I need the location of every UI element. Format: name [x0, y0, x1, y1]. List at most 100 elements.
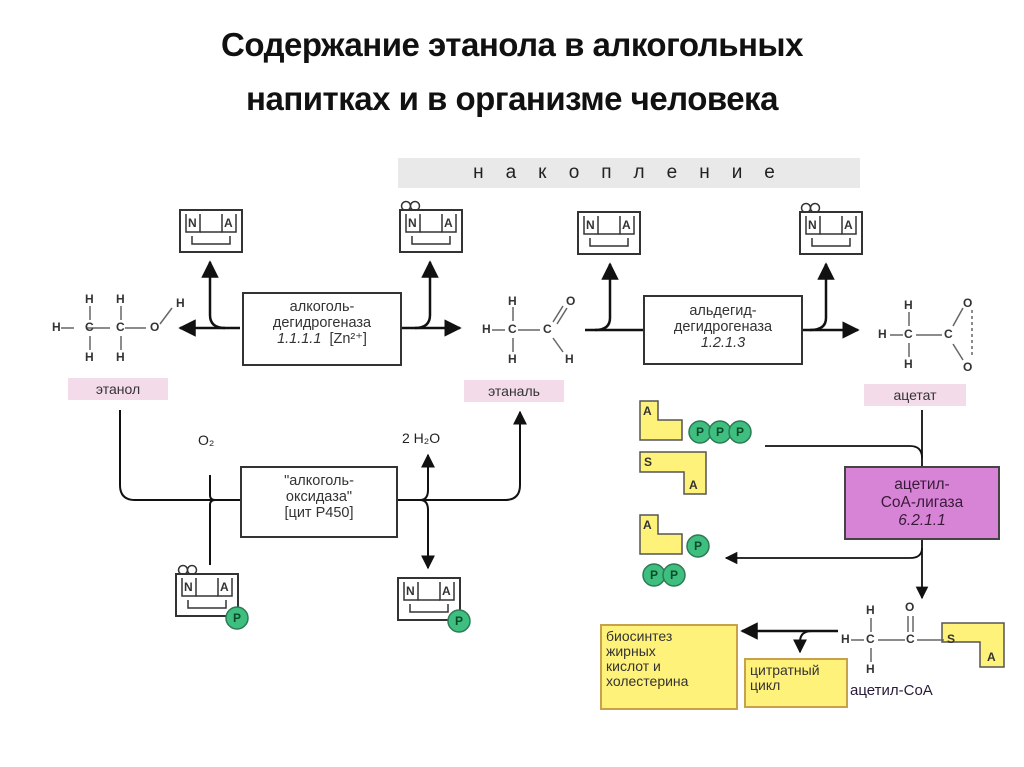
- phosphate-p: P: [455, 614, 464, 628]
- amp-molecule: [639, 514, 710, 558]
- acetyl-coa-bonds: [851, 616, 944, 662]
- phosphate-p: P: [650, 568, 659, 582]
- atom-h: H: [508, 352, 517, 366]
- letter-n: N: [188, 216, 197, 230]
- nad-oxidized-1: [179, 209, 243, 253]
- reagent-water: 2 H₂O: [402, 430, 441, 446]
- letter-s: S: [644, 455, 653, 469]
- reagent-oxygen: O₂: [198, 432, 215, 448]
- ec-number: 1.1.1.1: [277, 331, 322, 347]
- atom-c: C: [543, 322, 552, 336]
- atom-h: H: [116, 292, 125, 306]
- title-line-1: Содержание этанола в алкогольных: [221, 26, 803, 63]
- enzyme-name-line: дегидрогеназа: [272, 315, 372, 331]
- ethanal-bonds: [492, 305, 568, 353]
- accumulation-label: накопление: [473, 162, 797, 183]
- letter-a: A: [689, 478, 698, 492]
- atom-a: A: [987, 650, 996, 664]
- letter-n: N: [586, 218, 595, 232]
- atom-h: H: [841, 632, 850, 646]
- arrow-to-water: [419, 453, 435, 501]
- phosphate-p: P: [670, 568, 679, 582]
- outcome-line: цикл: [750, 677, 781, 693]
- letter-a: A: [220, 580, 229, 594]
- letter-a: A: [844, 218, 853, 232]
- enzyme-cofactor: [Zn²⁺]: [329, 331, 367, 347]
- arrow-to-nadh: [414, 260, 439, 330]
- nad-oxidized-2: [577, 211, 641, 255]
- atom-h: H: [878, 327, 887, 341]
- accumulation-band: [398, 158, 860, 188]
- acetate-bonds: [890, 307, 973, 361]
- coa-molecule: [639, 451, 707, 495]
- phosphate-p: P: [736, 425, 745, 439]
- atom-c: C: [906, 632, 915, 646]
- arrow-to-nadp: [419, 499, 435, 570]
- atom-o: O: [566, 294, 576, 308]
- arrow-to-nadh-2: [809, 262, 835, 332]
- ec-number: 1.2.1.3: [700, 335, 746, 351]
- phosphate-p: P: [233, 611, 242, 625]
- atom-c: C: [944, 327, 953, 341]
- enzyme-name-line: оксидаза": [285, 489, 353, 505]
- atom-o: O: [963, 360, 973, 374]
- slide-title: Содержание этанола в алкогольных напитка…: [0, 18, 1024, 126]
- letter-n: N: [808, 218, 817, 232]
- atom-o: O: [963, 296, 973, 310]
- atom-c: C: [866, 632, 875, 646]
- enzyme-acetyl-coa-ligase: ацетил- СоА-лигаза 6.2.1.1: [844, 466, 1000, 540]
- arrow-to-nad-2: [594, 262, 619, 332]
- atom-o: O: [150, 320, 160, 334]
- arrow-oxidase-to-ethanal: [395, 410, 527, 501]
- label-ethanol: этанол: [68, 378, 168, 400]
- outcome-line: цитратный: [750, 662, 820, 678]
- atp-molecule: [639, 400, 752, 444]
- enzyme-alcohol-oxidase: "алкоголь- оксидаза" [цит P450]: [240, 466, 398, 538]
- ethanol-bonds: [61, 306, 173, 350]
- nadph-reduced: [175, 564, 249, 630]
- letter-a: A: [622, 218, 631, 232]
- outcome-biosynthesis: биосинтез жирных кислот и холестерина: [600, 624, 738, 710]
- nad-reduced-2: [799, 202, 863, 255]
- label-acetate: ацетат: [864, 384, 966, 406]
- letter-a: A: [442, 584, 451, 598]
- outcome-line: кислот и: [606, 658, 661, 674]
- enzyme-name-line: дегидрогеназа: [673, 319, 773, 335]
- enzyme-alcohol-dehydrogenase: алкоголь- дегидрогеназа 1.1.1.1 [Zn²⁺]: [242, 292, 402, 366]
- atom-o: O: [905, 600, 915, 614]
- atom-s: S: [947, 632, 956, 646]
- nadp-oxidized: [397, 577, 471, 633]
- atom-h: H: [508, 294, 517, 308]
- arrow-to-citrate-cycle: [793, 630, 813, 654]
- atom-c: C: [508, 322, 517, 336]
- letter-a: A: [224, 216, 233, 230]
- atom-h: H: [176, 296, 185, 310]
- letter-n: N: [408, 216, 417, 230]
- pyrophosphate: [642, 563, 686, 587]
- atom-h: H: [904, 298, 913, 312]
- phosphate-p: P: [716, 425, 725, 439]
- atom-c: C: [116, 320, 125, 334]
- title-line-2: напитках и в организме человека: [246, 80, 778, 117]
- enzyme-cofactor: [цит P450]: [284, 505, 354, 521]
- letter-n: N: [184, 580, 193, 594]
- atom-h: H: [85, 350, 94, 364]
- atom-h: H: [866, 603, 875, 617]
- ec-number: 6.2.1.1: [898, 512, 946, 529]
- arrow-to-amp: [724, 547, 923, 565]
- atom-h: H: [85, 292, 94, 306]
- enzyme-aldehyde-dehydrogenase: альдегид- дегидрогеназа 1.2.1.3: [643, 295, 803, 365]
- nad-reduced-1: [399, 200, 463, 253]
- atom-h: H: [866, 662, 875, 676]
- atom-h: H: [52, 320, 61, 334]
- outcome-line: жирных: [606, 643, 656, 659]
- atom-h: H: [482, 322, 491, 336]
- letter-a: A: [643, 404, 652, 418]
- line-ethanol-to-oxidase: [119, 410, 240, 501]
- enzyme-name-line: СоА-лигаза: [880, 494, 964, 511]
- label-ethanal: этаналь: [464, 380, 564, 402]
- line-atp-in: [765, 445, 923, 459]
- enzyme-name-line: "алкоголь-: [284, 473, 354, 489]
- atom-c: C: [85, 320, 94, 334]
